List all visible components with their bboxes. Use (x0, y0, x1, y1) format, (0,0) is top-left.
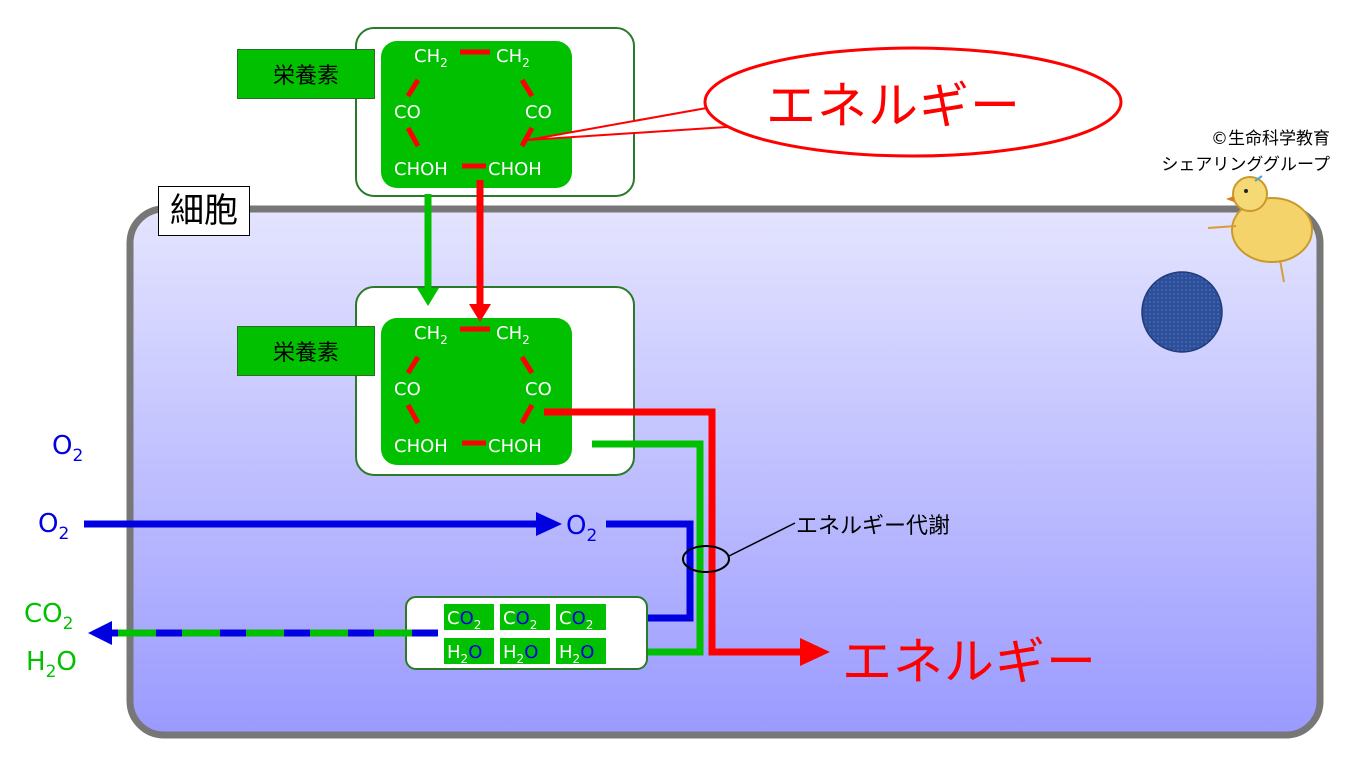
molecule-inside-co-left: CO (394, 379, 421, 400)
molecule-outside-co-left: CO (394, 102, 421, 123)
oxygen-label-inside: O2 (566, 511, 597, 546)
molecule-inside-choh-left-part: CHOH (394, 436, 448, 457)
product-h2o-3: H2O (559, 642, 594, 666)
molecule-outside-ch2-right: CH2 (496, 46, 530, 70)
molecule-outside-choh-right-part: CHOH (488, 159, 542, 180)
product-co2-1-part: C (447, 608, 460, 629)
oxygen-label-outside: O2 (38, 509, 69, 544)
molecule-outside-ch2-left-part: CH (414, 46, 440, 67)
product-co2-1-part: O (460, 608, 474, 629)
product-co2-3-part: O (572, 608, 586, 629)
cell-body (126, 205, 1324, 739)
molecule-outside-ch2-right-part: 2 (522, 56, 530, 70)
molecule-inside-ch2-right-part: CH (496, 323, 522, 344)
product-cells (444, 604, 606, 664)
metabolism-label: エネルギー代謝 (796, 514, 951, 539)
metabolism-leader (728, 522, 796, 557)
molecule-outside-ch2-right-part: CH (496, 46, 522, 67)
co2-exhaust-label-part: CO (24, 599, 63, 629)
molecule-inside-choh-right: CHOH (488, 436, 542, 457)
energy-label-bubble: エネルギー (766, 77, 1021, 135)
molecule-inside-co-right: CO (525, 379, 552, 400)
product-h2o-2: H2O (503, 642, 538, 666)
oxygen-label-inside-part: 2 (586, 526, 597, 546)
nucleus (1141, 271, 1223, 353)
oxygen-label-outside-part: 2 (58, 524, 69, 544)
oxygen-label-outside-part: O (38, 509, 58, 539)
molecule-inside-choh-left: CHOH (394, 436, 448, 457)
energy-release-line (544, 408, 806, 656)
molecule-outside-co-left-part: CO (394, 102, 421, 123)
nutrient-label-inside-text: 栄養素 (272, 341, 339, 366)
molecule-inside-co-left-part: CO (394, 379, 421, 400)
product-co2-3: CO2 (559, 608, 593, 632)
molecule-outside-co-right-part: CO (525, 102, 552, 123)
molecule-inside-co-right-part: CO (525, 379, 552, 400)
molecule-outside-co-right: CO (525, 102, 552, 123)
product-co2-1: CO2 (447, 608, 481, 632)
co2-exhaust-label-part: 2 (63, 614, 74, 634)
co2-exhaust-label: CO2 (24, 599, 73, 634)
molecule-inside-ch2-left-part: 2 (440, 333, 448, 347)
copyright-line2: シェアリンググループ (1161, 155, 1330, 175)
product-h2o-2-part: O (524, 642, 538, 663)
molecule-outside (381, 41, 572, 188)
product-h2o-3-part: O (580, 642, 594, 663)
molecule-outside-choh-left-part: CHOH (394, 159, 448, 180)
energy-label-output: エネルギー (842, 633, 1097, 691)
molecule-outside-ch2-left: CH2 (414, 46, 448, 70)
product-co2-2-part: C (503, 608, 516, 629)
h2o-exhaust-label-part: O (56, 647, 76, 677)
product-co2-2: CO2 (503, 608, 537, 632)
nutrient-label-outside-text: 栄養素 (272, 64, 339, 89)
product-co2-3-part: C (559, 608, 572, 629)
molecule-inside-ch2-right: CH2 (496, 323, 530, 347)
copyright-notice: ©生命科学教育 シェアリンググループ (1161, 126, 1330, 178)
molecule-inside-ch2-right-part: 2 (522, 333, 530, 347)
product-co2-1-part: 2 (474, 618, 482, 632)
molecule-outside-choh-left: CHOH (394, 159, 448, 180)
molecule-inside-ch2-left-part: CH (414, 323, 440, 344)
cell-label: 細胞 (158, 186, 250, 236)
nutrient-label-inside: 栄養素 (237, 326, 375, 376)
green-flow-line (592, 440, 704, 656)
molecule-inside (381, 318, 572, 465)
h2o-exhaust-label-part: H (26, 647, 46, 677)
chick-mascot (1207, 175, 1313, 283)
product-h2o-1: H2O (447, 642, 482, 666)
h2o-exhaust-label-part: 2 (46, 662, 57, 682)
molecule-outside-choh-right: CHOH (488, 159, 542, 180)
product-h2o-1-part: O (468, 642, 482, 663)
product-h2o-2-part: H (503, 642, 517, 663)
product-h2o-2-part: 2 (517, 652, 525, 666)
oxygen-label-outside-top-part: 2 (72, 446, 83, 466)
product-h2o-1-part: H (447, 642, 461, 663)
h2o-exhaust-label: H2O (26, 647, 77, 682)
energy-speech-bubble (703, 46, 1123, 158)
oxygen-to-products-line (606, 520, 694, 622)
molecule-inside-ch2-left: CH2 (414, 323, 448, 347)
molecule-inside-choh-right-part: CHOH (488, 436, 542, 457)
product-co2-2-part: O (516, 608, 530, 629)
product-h2o-3-part: H (559, 642, 573, 663)
product-co2-3-part: 2 (586, 618, 594, 632)
product-h2o-3-part: 2 (573, 652, 581, 666)
product-co2-2-part: 2 (530, 618, 538, 632)
nutrient-label-outside: 栄養素 (237, 49, 375, 99)
oxygen-label-outside-top: O2 (52, 431, 83, 466)
metabolism-marker (682, 545, 730, 573)
copyright-line1: ©生命科学教育 (1211, 129, 1330, 149)
molecule-outside-ch2-left-part: 2 (440, 56, 448, 70)
product-h2o-1-part: 2 (461, 652, 469, 666)
oxygen-label-outside-top-part: O (52, 431, 72, 461)
oxygen-label-inside-part: O (566, 511, 586, 541)
